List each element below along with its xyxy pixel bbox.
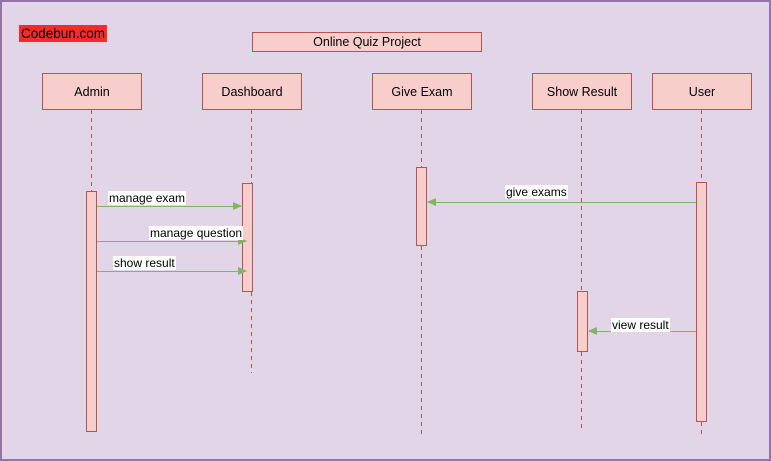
lifeline-dashboard-lower xyxy=(251,292,253,373)
message-arrow-manage-question xyxy=(97,237,247,245)
arrowhead-right-icon xyxy=(238,267,247,275)
activation-give-exam xyxy=(416,167,427,246)
arrowhead-right-icon xyxy=(233,202,242,210)
message-arrow-give-exams xyxy=(427,198,696,206)
lifeline-show-result-lower xyxy=(581,352,583,432)
arrowhead-right-icon xyxy=(238,237,247,245)
actor-box-show-result: Show Result xyxy=(532,73,632,110)
lifeline-user-lower xyxy=(701,422,703,434)
message-label-manage-exam: manage exam xyxy=(108,191,187,205)
lifeline-give-exam-lower xyxy=(421,246,423,434)
lifeline-user-upper xyxy=(701,110,703,182)
actor-box-user: User xyxy=(652,73,752,110)
message-arrow-manage-exam xyxy=(97,202,242,210)
watermark-label: Codebun.com xyxy=(19,25,108,42)
activation-user xyxy=(696,182,707,422)
message-label-show-result: show result xyxy=(113,256,176,270)
actor-box-admin: Admin xyxy=(42,73,142,110)
actor-box-give-exam: Give Exam xyxy=(372,73,472,110)
lifeline-dashboard-upper xyxy=(251,110,253,183)
lifeline-give-exam-upper xyxy=(421,110,423,167)
arrowhead-left-icon xyxy=(588,327,597,335)
message-label-view-result: view result xyxy=(611,318,670,332)
activation-show-result xyxy=(577,291,588,352)
lifeline-show-result-upper xyxy=(581,110,583,291)
arrowhead-left-icon xyxy=(427,198,436,206)
activation-admin xyxy=(86,191,97,432)
actor-box-dashboard: Dashboard xyxy=(202,73,302,110)
message-label-give-exams: give exams xyxy=(505,185,568,199)
diagram-title: Online Quiz Project xyxy=(252,32,482,52)
message-label-manage-question: manage question xyxy=(149,226,244,240)
message-arrow-show-result xyxy=(97,267,247,275)
lifeline-admin-upper xyxy=(91,110,93,191)
